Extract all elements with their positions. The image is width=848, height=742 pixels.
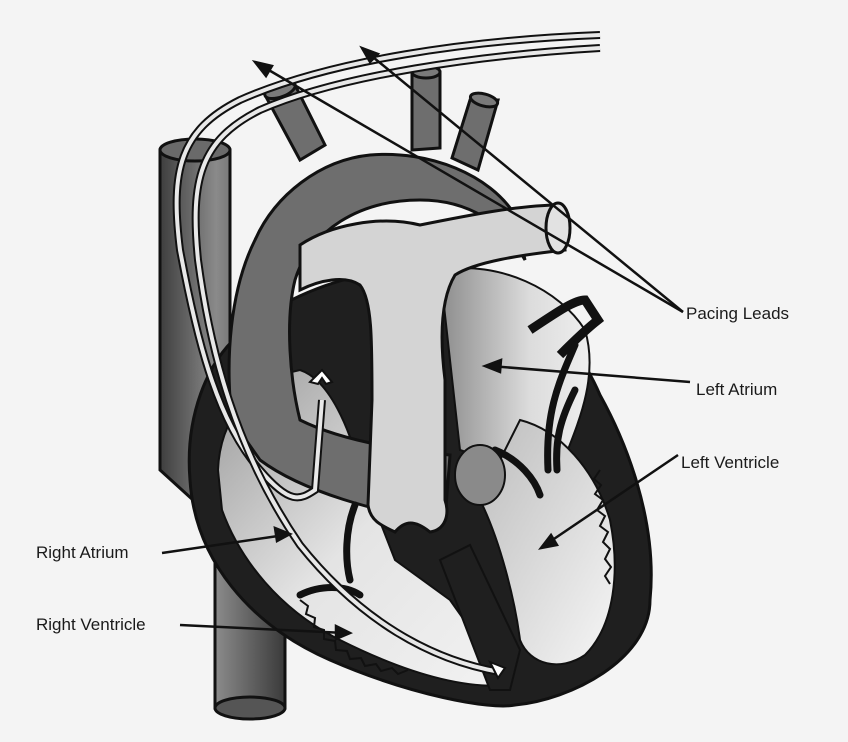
valve-lobe	[455, 445, 505, 505]
label-right-ventricle: Right Ventricle	[36, 615, 146, 634]
label-left-ventricle: Left Ventricle	[681, 453, 779, 472]
label-left-atrium: Left Atrium	[696, 380, 777, 399]
label-right-atrium: Right Atrium	[36, 543, 129, 562]
label-pacing-leads: Pacing Leads	[686, 304, 789, 323]
